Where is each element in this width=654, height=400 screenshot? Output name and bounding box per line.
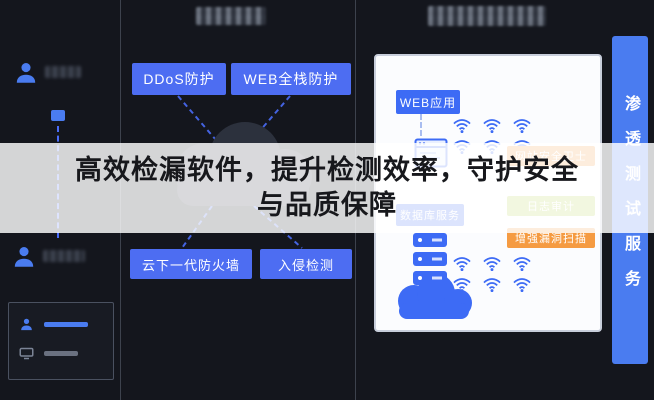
ddos-protection-button[interactable]: DDoS防护 [132,63,226,95]
cloud-firewall-button[interactable]: 云下一代防火墙 [130,249,252,279]
legend-item [19,347,78,360]
wifi-icon-grid [452,256,534,293]
blurred-header [428,6,546,26]
wifi-icon [513,257,531,272]
admin-icon [11,242,37,272]
web-app-button[interactable]: WEB应用 [396,90,460,114]
headline-line1: 高效检漏软件，提升检测效率，守护安全 [75,155,579,185]
legend-bar [44,351,78,356]
blurred-label [45,66,81,78]
node-icon [51,110,65,121]
web-fullstack-protection-button[interactable]: WEB全栈防护 [231,63,351,95]
wifi-icon [513,119,531,134]
wifi-icon [483,257,501,272]
blurred-label [43,250,85,262]
wifi-icon [483,278,501,293]
monitor-icon [19,347,34,360]
wifi-icon [483,119,501,134]
user-small-icon [21,318,32,331]
wifi-icon [453,278,471,293]
wifi-icon [513,278,531,293]
intrusion-detection-button[interactable]: 入侵检测 [260,249,352,279]
title-overlay: 高效检漏软件，提升检测效率，守护安全 与品质保障 [0,143,654,233]
legend-item [19,317,88,332]
legend-box [8,302,114,380]
legend-bar [44,322,88,327]
wifi-icon [453,257,471,272]
headline-line2: 与品质保障 [257,190,397,220]
vuln-scan-badge[interactable]: 增强漏洞扫描 [507,228,595,248]
dashed-connector [420,114,422,136]
blurred-header [196,7,266,25]
user-icon [13,58,39,88]
database-stack-icon [413,233,447,285]
wifi-icon [453,119,471,134]
